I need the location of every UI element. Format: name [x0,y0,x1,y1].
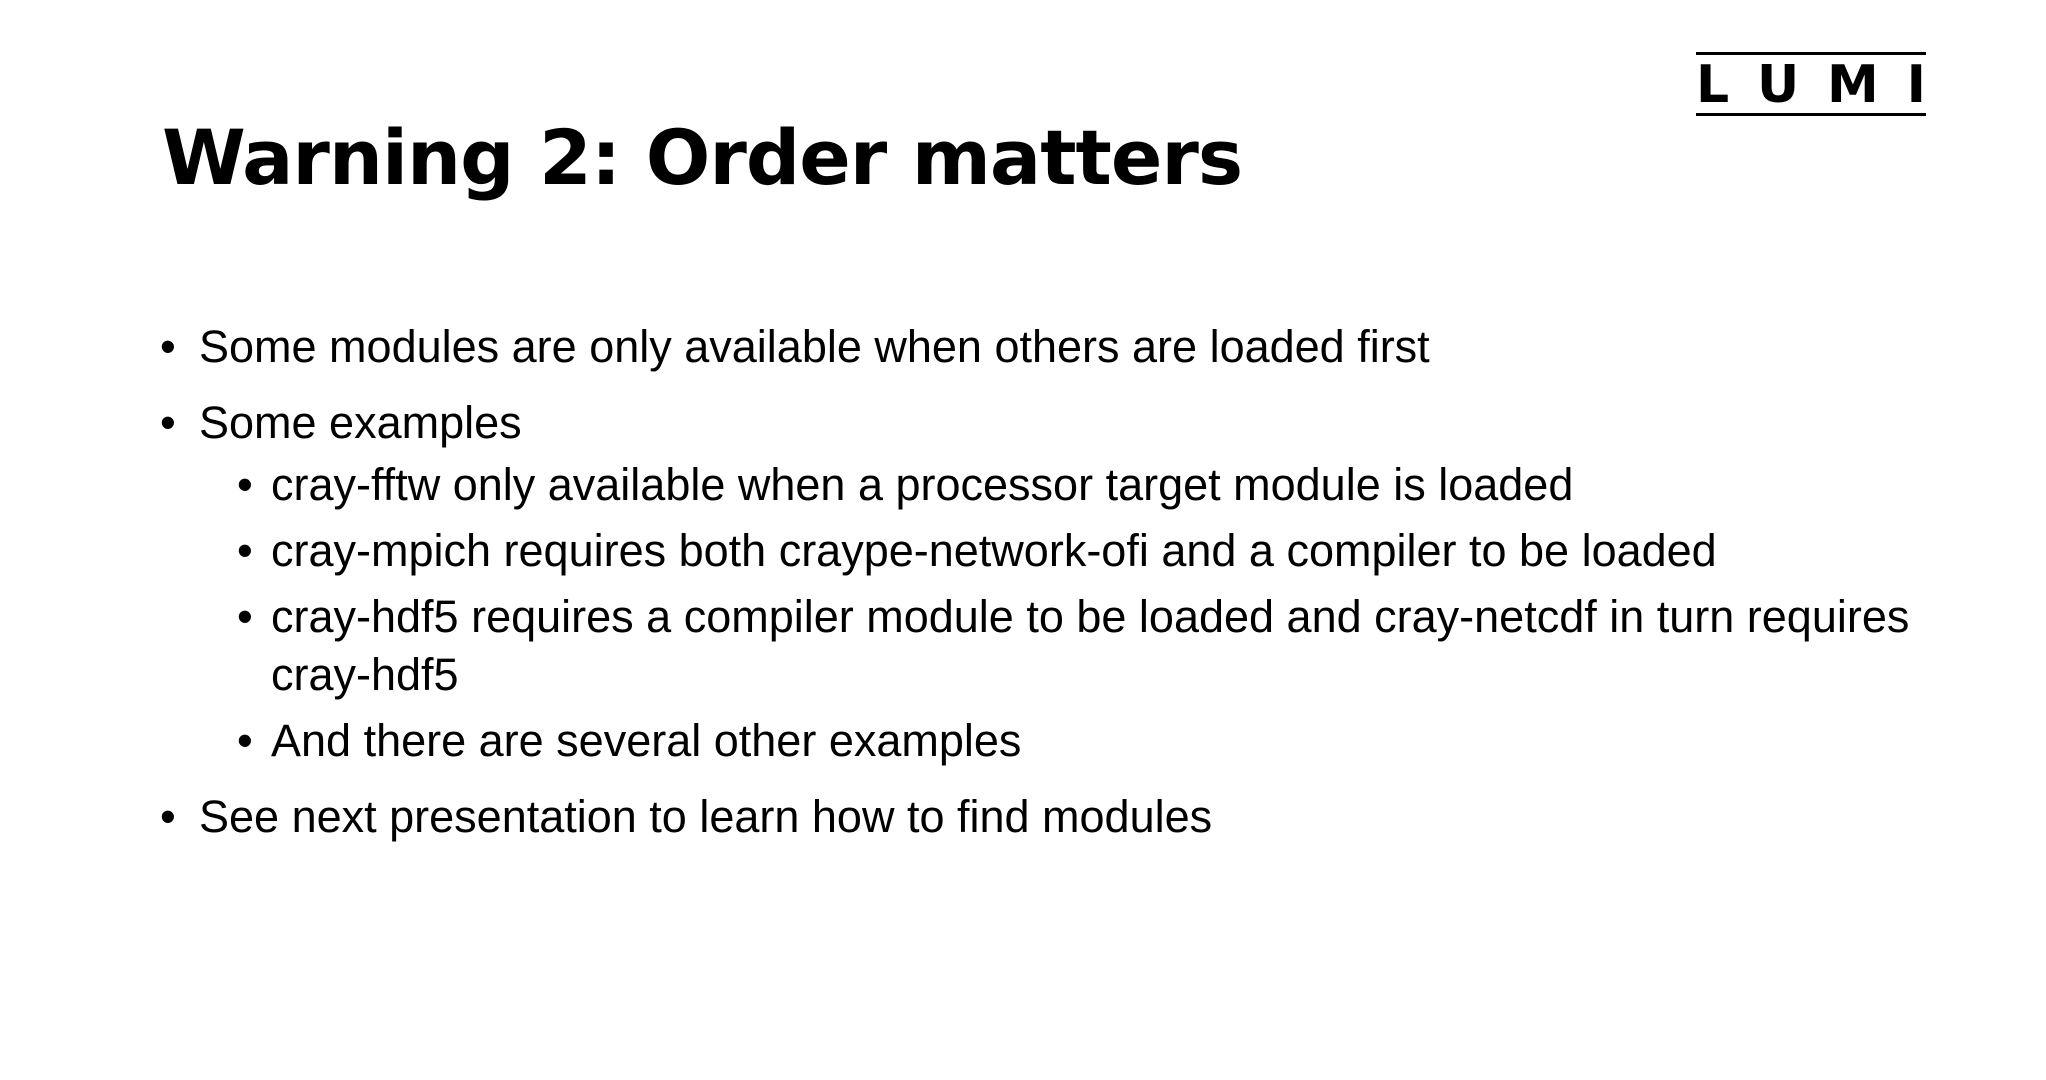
logo-letter: M [1827,55,1879,115]
bullet-text: Some modules are only available when oth… [199,321,1430,372]
logo-top-rule [1696,52,1926,55]
bullet-icon: • [237,459,253,510]
bullet-item: • See next presentation to learn how to … [160,788,1980,846]
logo-wordmark: L U M I [1696,57,1926,113]
lumi-logo: L U M I [1696,52,1926,118]
sub-bullet-text: And there are several other examples [271,715,1022,766]
sub-bullet-text: cray-fftw only available when a processo… [271,459,1574,510]
slide-body: • Some modules are only available when o… [160,318,1980,864]
bullet-text: See next presentation to learn how to fi… [199,791,1213,842]
bullet-icon: • [237,525,253,576]
sub-bullet-text: cray-mpich requires both craype-network-… [271,525,1717,576]
bullet-icon: • [160,321,176,372]
logo-letter: L [1696,55,1730,115]
bullet-list: • Some modules are only available when o… [160,318,1980,846]
sub-bullet-item: • cray-fftw only available when a proces… [237,456,1980,514]
bullet-icon: • [237,591,253,642]
logo-letter: I [1906,55,1926,115]
logo-bottom-rule [1696,113,1926,116]
sub-bullet-text: cray-hdf5 requires a compiler module to … [271,591,1910,700]
sub-bullet-item: • And there are several other examples [237,712,1980,770]
sub-bullet-list: • cray-fftw only available when a proces… [199,456,1980,770]
bullet-icon: • [160,397,176,448]
slide-title: Warning 2: Order matters [162,113,1243,202]
sub-bullet-item: • cray-mpich requires both craype-networ… [237,522,1980,580]
bullet-icon: • [237,715,253,766]
bullet-item: • Some examples • cray-fftw only availab… [160,394,1980,770]
bullet-text: Some examples [199,397,522,448]
sub-bullet-item: • cray-hdf5 requires a compiler module t… [237,588,1980,704]
bullet-item: • Some modules are only available when o… [160,318,1980,376]
logo-letter: U [1756,55,1800,115]
bullet-icon: • [160,791,176,842]
